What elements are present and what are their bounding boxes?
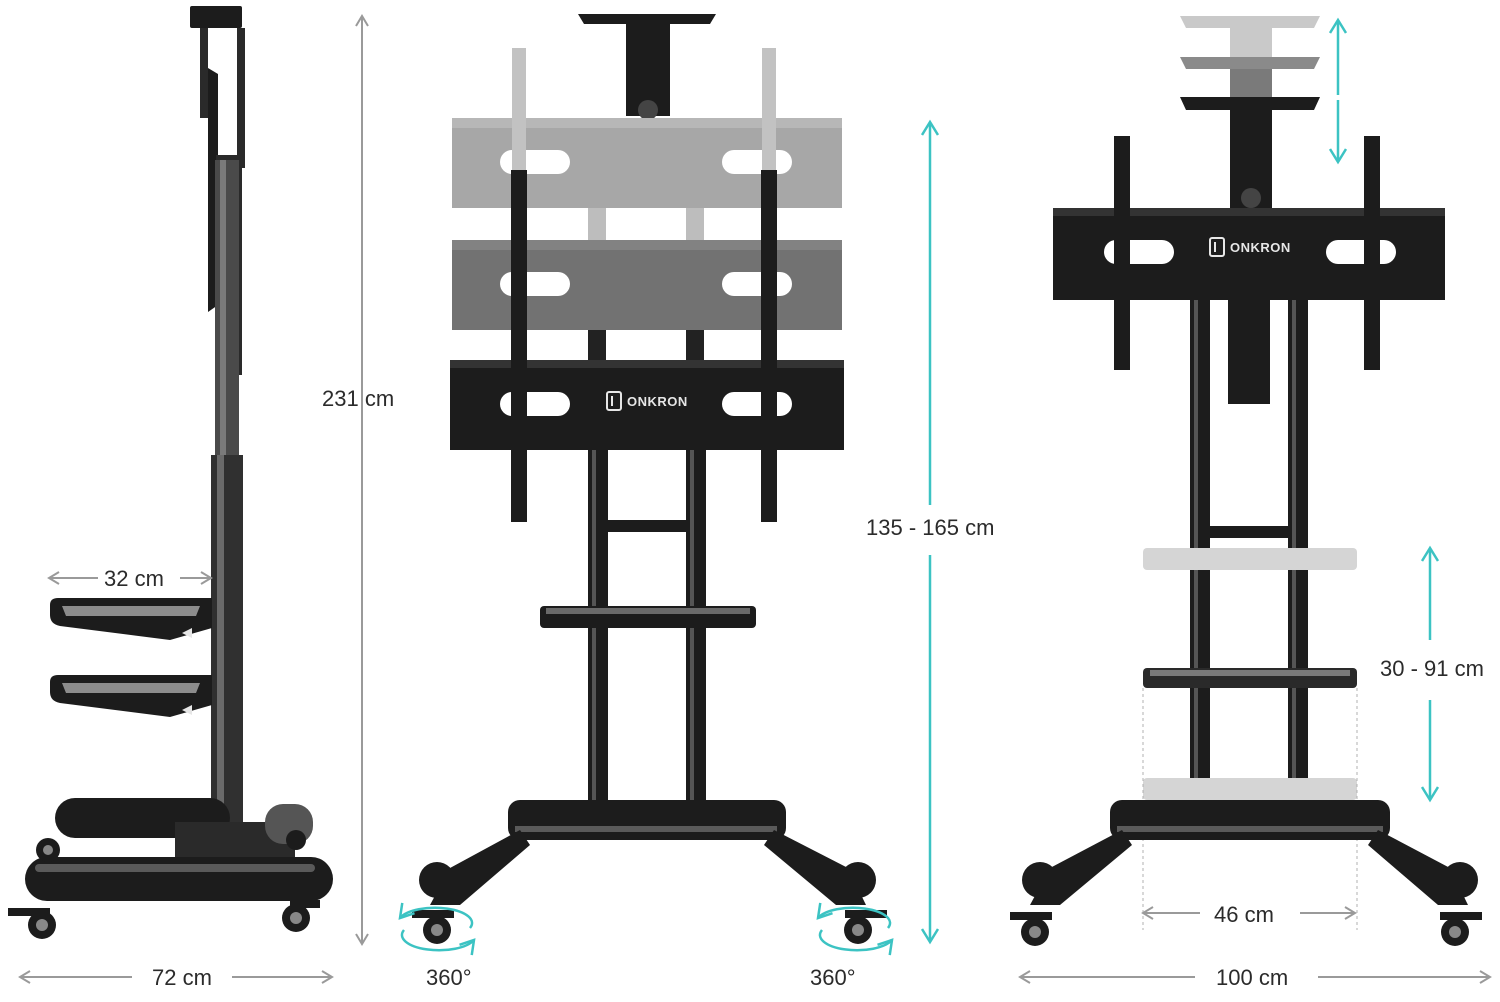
total-width-label: 100 cm: [1216, 965, 1289, 990]
shelf-range-label: 30 - 91 cm: [1380, 656, 1484, 681]
right-wheel-rotation-label: 360°: [810, 965, 856, 990]
right-brand-logo-icon: [1209, 237, 1225, 257]
rotate-360-icon: [400, 908, 474, 950]
right-brand-text: ONKRON: [1230, 240, 1291, 255]
front-brand-text: ONKRON: [627, 394, 688, 409]
shelf-depth-label: 32 cm: [104, 566, 164, 591]
side-height-label: 231 cm: [322, 386, 395, 411]
left-wheel-rotation-label: 360°: [426, 965, 472, 990]
rotate-360-icon: [818, 908, 892, 950]
right-view: [1010, 16, 1492, 984]
inner-width-label: 46 cm: [1214, 902, 1274, 927]
front-view: [400, 14, 930, 950]
front-height-range-label: 135 - 165 cm: [866, 515, 995, 540]
front-brand-logo-icon: [606, 391, 622, 411]
side-view: [8, 6, 369, 984]
base-width-label: 72 cm: [152, 965, 212, 990]
